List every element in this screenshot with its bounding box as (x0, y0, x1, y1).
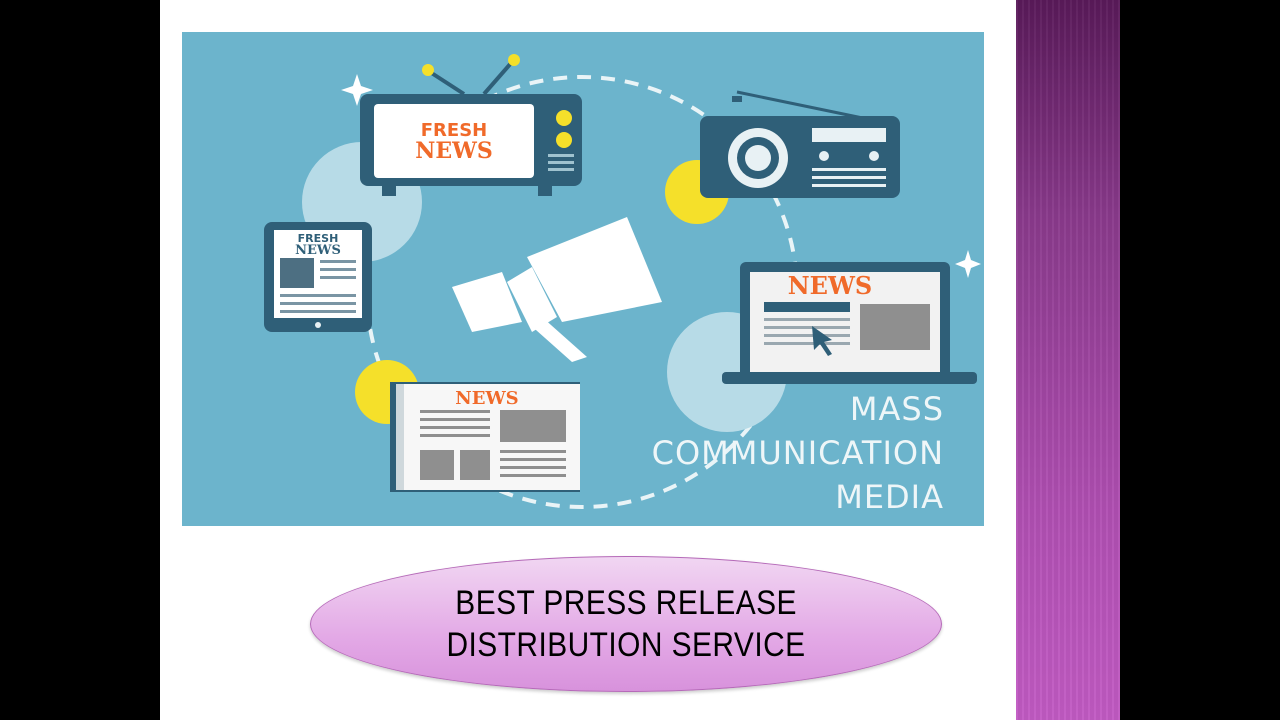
svg-text:FRESH: FRESH (298, 232, 339, 245)
mass-text-line1: MASS (849, 390, 944, 428)
svg-text:NEWS: NEWS (455, 388, 518, 409)
tv-icon: FRESH NEWS (360, 54, 582, 196)
mass-text-line2: COMMUNICATION (651, 434, 944, 472)
mass-text-line3: MEDIA (835, 478, 944, 516)
caption-line2: DISTRIBUTION SERVICE (446, 626, 806, 664)
svg-text:NEWS: NEWS (295, 243, 341, 258)
caption-line1: BEST PRESS RELEASE (455, 584, 797, 622)
cursor-icon (812, 326, 832, 356)
mass-media-illustration: FRESH NEWS FRESH NEWS (182, 32, 984, 526)
sparkle-icon (341, 74, 373, 106)
svg-text:NEWS: NEWS (415, 138, 492, 164)
caption-ellipse: BEST PRESS RELEASE DISTRIBUTION SERVICE (310, 556, 942, 692)
laptop-icon: NEWS (722, 262, 977, 384)
svg-text:NEWS: NEWS (788, 271, 873, 300)
tablet-icon: FRESH NEWS (264, 222, 372, 332)
megaphone-icon (452, 217, 662, 362)
decorative-side-bar (1016, 0, 1120, 720)
newspaper-icon: NEWS (390, 382, 580, 492)
radio-icon (700, 90, 900, 198)
svg-text:FRESH: FRESH (421, 120, 487, 141)
sparkle-icon (955, 250, 981, 278)
